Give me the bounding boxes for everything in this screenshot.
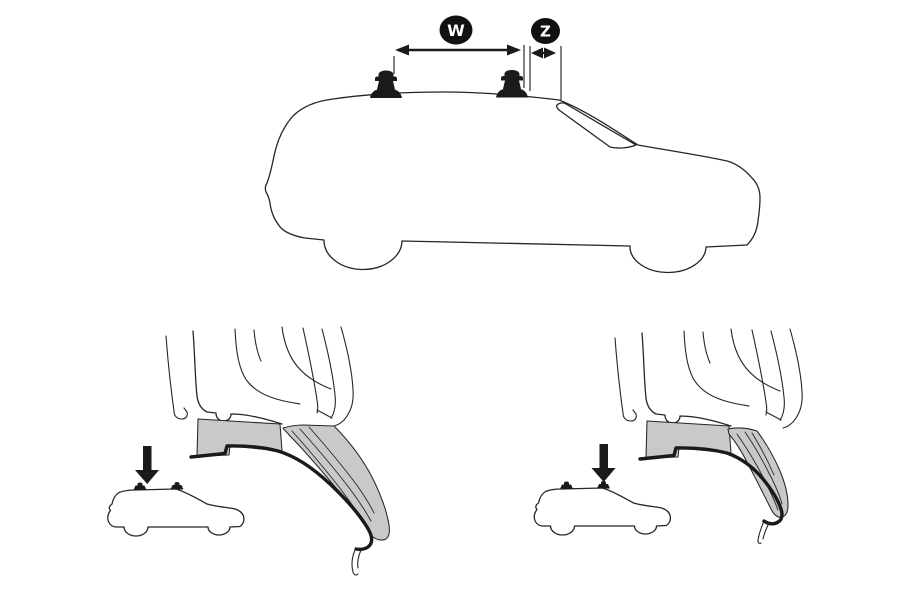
z-badge (531, 18, 560, 44)
inset-car (534, 481, 670, 535)
car-side-view: W Z (264, 15, 761, 274)
z-label: Z (540, 23, 551, 41)
front-crossbar-foot-icon (496, 70, 528, 98)
w-label: W (447, 21, 465, 40)
dimension-z: Z (529, 18, 562, 100)
down-arrow-icon (135, 446, 159, 484)
windshield (555, 102, 637, 149)
detail-rear-mount (108, 326, 390, 576)
down-arrow-icon (591, 444, 616, 482)
detail-front-mount (534, 328, 803, 544)
rear-crossbar-foot-icon (370, 70, 402, 98)
w-badge (439, 15, 473, 45)
dimension-w: W (393, 15, 525, 88)
sill-edge-line (189, 444, 374, 552)
sill-edge-line (638, 446, 784, 526)
inset-car (108, 482, 244, 536)
trim-strip (282, 424, 390, 541)
car-outline (264, 91, 761, 274)
door-jamb-drawing (614, 328, 803, 459)
